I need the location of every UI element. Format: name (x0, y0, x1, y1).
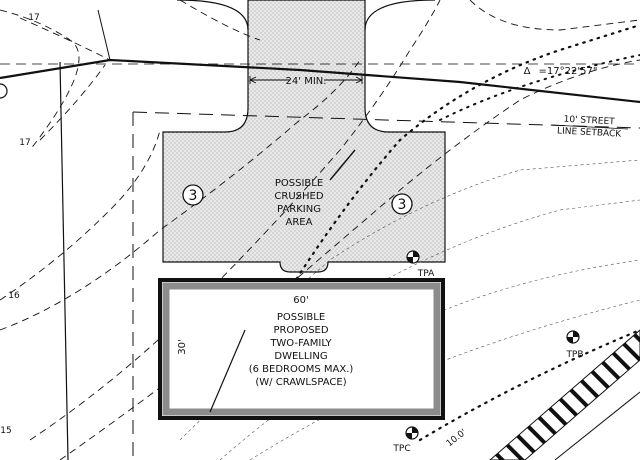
parking-area (162, 0, 446, 273)
side-setback-label: 10.0' (445, 428, 469, 450)
test-pit-a-label: TPA (417, 269, 435, 279)
dotted-line (263, 23, 640, 442)
driveway-right-curb (364, 0, 436, 31)
test-pit-b-label: TPB (565, 350, 583, 360)
test-pit-b-icon (566, 330, 580, 344)
test-pit-c-icon (405, 426, 419, 440)
contour-label-16: 16 (8, 291, 20, 301)
dwelling-footprint (158, 278, 445, 420)
street-line (0, 9, 640, 104)
space-count-left: 3 (189, 188, 198, 204)
contour-label-17-left: 17 (19, 138, 30, 148)
dwelling-label-3: TWO-FAMILY (269, 338, 332, 349)
retaining-wall (489, 329, 640, 460)
dwelling-label-4: DWELLING (274, 351, 327, 362)
dwelling-wall-band (162, 282, 441, 416)
space-count-marker-left (182, 184, 204, 206)
space-count-marker-right (391, 193, 413, 215)
slope-line (209, 329, 246, 413)
test-pit-a-icon (406, 250, 420, 264)
curve-delta-symbol: Δ (524, 66, 531, 77)
contour-label-17-top: 17 (28, 13, 39, 23)
slope-line-2 (329, 149, 356, 181)
dwelling-width: 60' (293, 295, 308, 306)
retaining-wall-edge (554, 391, 640, 460)
driveway-width-dimension (249, 76, 363, 84)
setback-label-2: LINE SETBACK (557, 126, 623, 139)
space-count-right: 3 (398, 197, 407, 213)
parking-label-3: PARKING (277, 204, 321, 215)
setback-label-underline (551, 124, 629, 130)
dwelling-label-5: (6 BEDROOMS MAX.) (249, 364, 354, 375)
property-line-left (59, 61, 69, 460)
curve-delta-value: =17°22'57" (539, 66, 598, 77)
parking-label-1: POSSIBLE (275, 178, 323, 189)
contour-label-15: 15 (0, 426, 11, 436)
test-pit-c-label: TPC (392, 444, 410, 454)
parking-label-2: CRUSHED (274, 191, 323, 202)
dwelling-label-2: PROPOSED (273, 325, 328, 336)
driveway-left-curb (176, 0, 249, 31)
dwelling-depth: 30' (177, 339, 188, 354)
dwelling-label-1: POSSIBLE (277, 312, 325, 323)
setback-label-1: 10' STREET (563, 115, 615, 128)
edge-symbol (0, 83, 8, 99)
dwelling-label-6: (W/ CRAWLSPACE) (255, 377, 346, 388)
driveway-width-label: 24' MIN. (286, 76, 327, 87)
parking-label-4: AREA (286, 217, 313, 228)
